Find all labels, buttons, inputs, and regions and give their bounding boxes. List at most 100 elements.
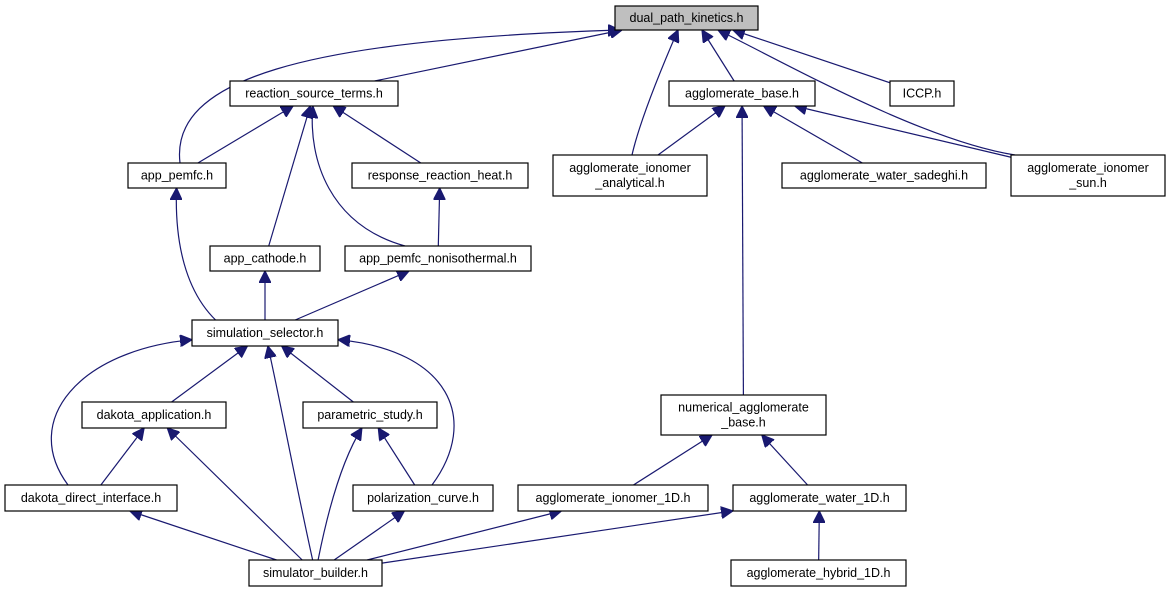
node-label: agglomerate_water_sadeghi.h (800, 169, 968, 183)
node-simulator-builder[interactable]: simulator_builder.h (248, 559, 383, 587)
node-box (668, 80, 816, 107)
edge-app-pemfc-to-dual-path-kinetics (178, 30, 620, 164)
node-label: agglomerate_base.h (685, 87, 799, 101)
node-agglomerate-ionomer-1d[interactable]: agglomerate_ionomer_1D.h (517, 484, 709, 512)
node-agglomerate-water-1d[interactable]: agglomerate_water_1D.h (732, 484, 907, 512)
node-box (351, 162, 529, 189)
edge-iccp-to-dual-path-kinetics (733, 30, 891, 84)
node-box (614, 5, 759, 31)
node-label: agglomerate_water_1D.h (749, 491, 889, 505)
edge-dakota-application-to-simulation-selector (171, 346, 248, 403)
node-agglomerate-hybrid-1d[interactable]: agglomerate_hybrid_1D.h (730, 559, 907, 587)
edge-simulator-builder-to-parametric-study (317, 428, 362, 561)
node-label: simulator_builder.h (263, 566, 368, 580)
edge-simulator-builder-to-agglomerate-water-1d (381, 511, 733, 564)
nodes-layer: dual_path_kinetics.h reaction_source_term… (4, 5, 1166, 587)
node-box (1010, 154, 1166, 197)
edge-agglomerate-ionomer-analytical-to-agglomerate-base (657, 106, 725, 156)
node-box (781, 162, 987, 189)
node-numerical-agglomerate-base[interactable]: numerical_agglomerate_base.h (660, 394, 827, 436)
edge-dakota-direct-interface-to-simulation-selector (50, 340, 192, 486)
node-label: agglomerate_ionomer_1D.h (536, 491, 691, 505)
edge-polarization-curve-to-parametric-study (378, 428, 416, 486)
node-box (229, 80, 399, 107)
node-box (517, 484, 709, 512)
node-app-pemfc-nonisothermal[interactable]: app_pemfc_nonisothermal.h (344, 245, 532, 272)
node-label: ICCP.h (903, 87, 942, 101)
node-agglomerate-ionomer-analytical[interactable]: agglomerate_ionomer_analytical.h (552, 154, 708, 197)
edge-app-pemfc-nonisothermal-to-response-reaction-heat (438, 188, 439, 247)
node-label: response_reaction_heat.h (368, 169, 513, 183)
node-label: app_cathode.h (224, 252, 307, 266)
edge-agglomerate-base-to-dual-path-kinetics (702, 30, 735, 82)
edge-polarization-curve-to-simulation-selector (338, 340, 455, 486)
edge-simulator-builder-to-agglomerate-ionomer-1d (366, 511, 561, 561)
node-polarization-curve[interactable]: polarization_curve.h (352, 484, 494, 512)
edge-simulator-builder-to-simulation-selector (268, 346, 314, 561)
node-box (191, 319, 339, 347)
edge-agglomerate-ionomer-1d-to-numerical-agglomerate-base (633, 435, 712, 486)
node-label: polarization_curve.h (367, 491, 479, 505)
edge-agglomerate-ionomer-sun-to-agglomerate-base (795, 106, 1012, 158)
node-box (889, 80, 955, 107)
node-label: reaction_source_terms.h (245, 87, 383, 101)
node-reaction-source-terms[interactable]: reaction_source_terms.h (229, 80, 399, 107)
node-label: dakota_application.h (97, 408, 212, 422)
node-response-reaction-heat[interactable]: response_reaction_heat.h (351, 162, 529, 189)
node-box (4, 484, 178, 512)
node-box (209, 245, 321, 272)
node-box (732, 484, 907, 512)
node-dual-path-kinetics[interactable]: dual_path_kinetics.h (614, 5, 759, 31)
node-dakota-direct-interface[interactable]: dakota_direct_interface.h (4, 484, 178, 512)
node-label: _analytical.h (594, 176, 665, 190)
edge-agglomerate-ionomer-analytical-to-dual-path-kinetics (631, 30, 678, 156)
edge-agglomerate-hybrid-1d-to-agglomerate-water-1d (819, 511, 820, 561)
node-simulation-selector[interactable]: simulation_selector.h (191, 319, 339, 347)
node-box (344, 245, 532, 272)
node-box (352, 484, 494, 512)
node-label: dakota_direct_interface.h (21, 491, 161, 505)
node-box (552, 154, 708, 197)
edge-dakota-direct-interface-to-dakota-application (100, 428, 144, 486)
node-box (248, 559, 383, 587)
edge-reaction-source-terms-to-dual-path-kinetics (374, 30, 622, 82)
node-agglomerate-water-sadeghi[interactable]: agglomerate_water_sadeghi.h (781, 162, 987, 189)
node-label: agglomerate_ionomer (569, 161, 691, 175)
node-label: numerical_agglomerate (678, 401, 809, 415)
edge-agglomerate-water-1d-to-numerical-agglomerate-base (762, 435, 809, 486)
node-box (127, 162, 227, 189)
node-label: _base.h (720, 416, 766, 430)
edge-simulator-builder-to-dakota-application (167, 428, 303, 561)
node-label: agglomerate_ionomer (1027, 161, 1149, 175)
edge-app-pemfc-nonisothermal-to-reaction-source-terms (312, 106, 406, 247)
edge-simulator-builder-to-dakota-direct-interface (130, 511, 277, 561)
edge-response-reaction-heat-to-reaction-source-terms (333, 106, 422, 164)
node-label: app_pemfc.h (141, 169, 213, 183)
node-label: app_pemfc_nonisothermal.h (359, 252, 517, 266)
node-agglomerate-ionomer-sun[interactable]: agglomerate_ionomer_sun.h (1010, 154, 1166, 197)
node-label: parametric_study.h (317, 408, 422, 422)
edge-app-pemfc-to-reaction-source-terms (197, 106, 293, 164)
node-label: _sun.h (1068, 176, 1107, 190)
node-parametric-study[interactable]: parametric_study.h (302, 401, 438, 429)
edge-parametric-study-to-simulation-selector (282, 346, 354, 403)
edge-agglomerate-water-sadeghi-to-agglomerate-base (764, 106, 863, 164)
edge-app-cathode-to-reaction-source-terms (268, 106, 311, 247)
node-box (302, 401, 438, 429)
edge-agglomerate-ionomer-sun-to-dual-path-kinetics (718, 30, 1016, 156)
node-iccp[interactable]: ICCP.h (889, 80, 955, 107)
edge-simulator-builder-to-polarization-curve (333, 511, 404, 561)
node-dakota-application[interactable]: dakota_application.h (81, 401, 227, 429)
node-label: simulation_selector.h (207, 326, 324, 340)
node-app-pemfc[interactable]: app_pemfc.h (127, 162, 227, 189)
edges-layer (50, 30, 1016, 564)
node-label: dual_path_kinetics.h (630, 11, 744, 25)
node-box (730, 559, 907, 587)
edge-simulation-selector-to-app-pemfc-nonisothermal (294, 271, 409, 321)
node-label: agglomerate_hybrid_1D.h (747, 566, 891, 580)
node-box (660, 394, 827, 436)
node-app-cathode[interactable]: app_cathode.h (209, 245, 321, 272)
node-agglomerate-base[interactable]: agglomerate_base.h (668, 80, 816, 107)
node-box (81, 401, 227, 429)
